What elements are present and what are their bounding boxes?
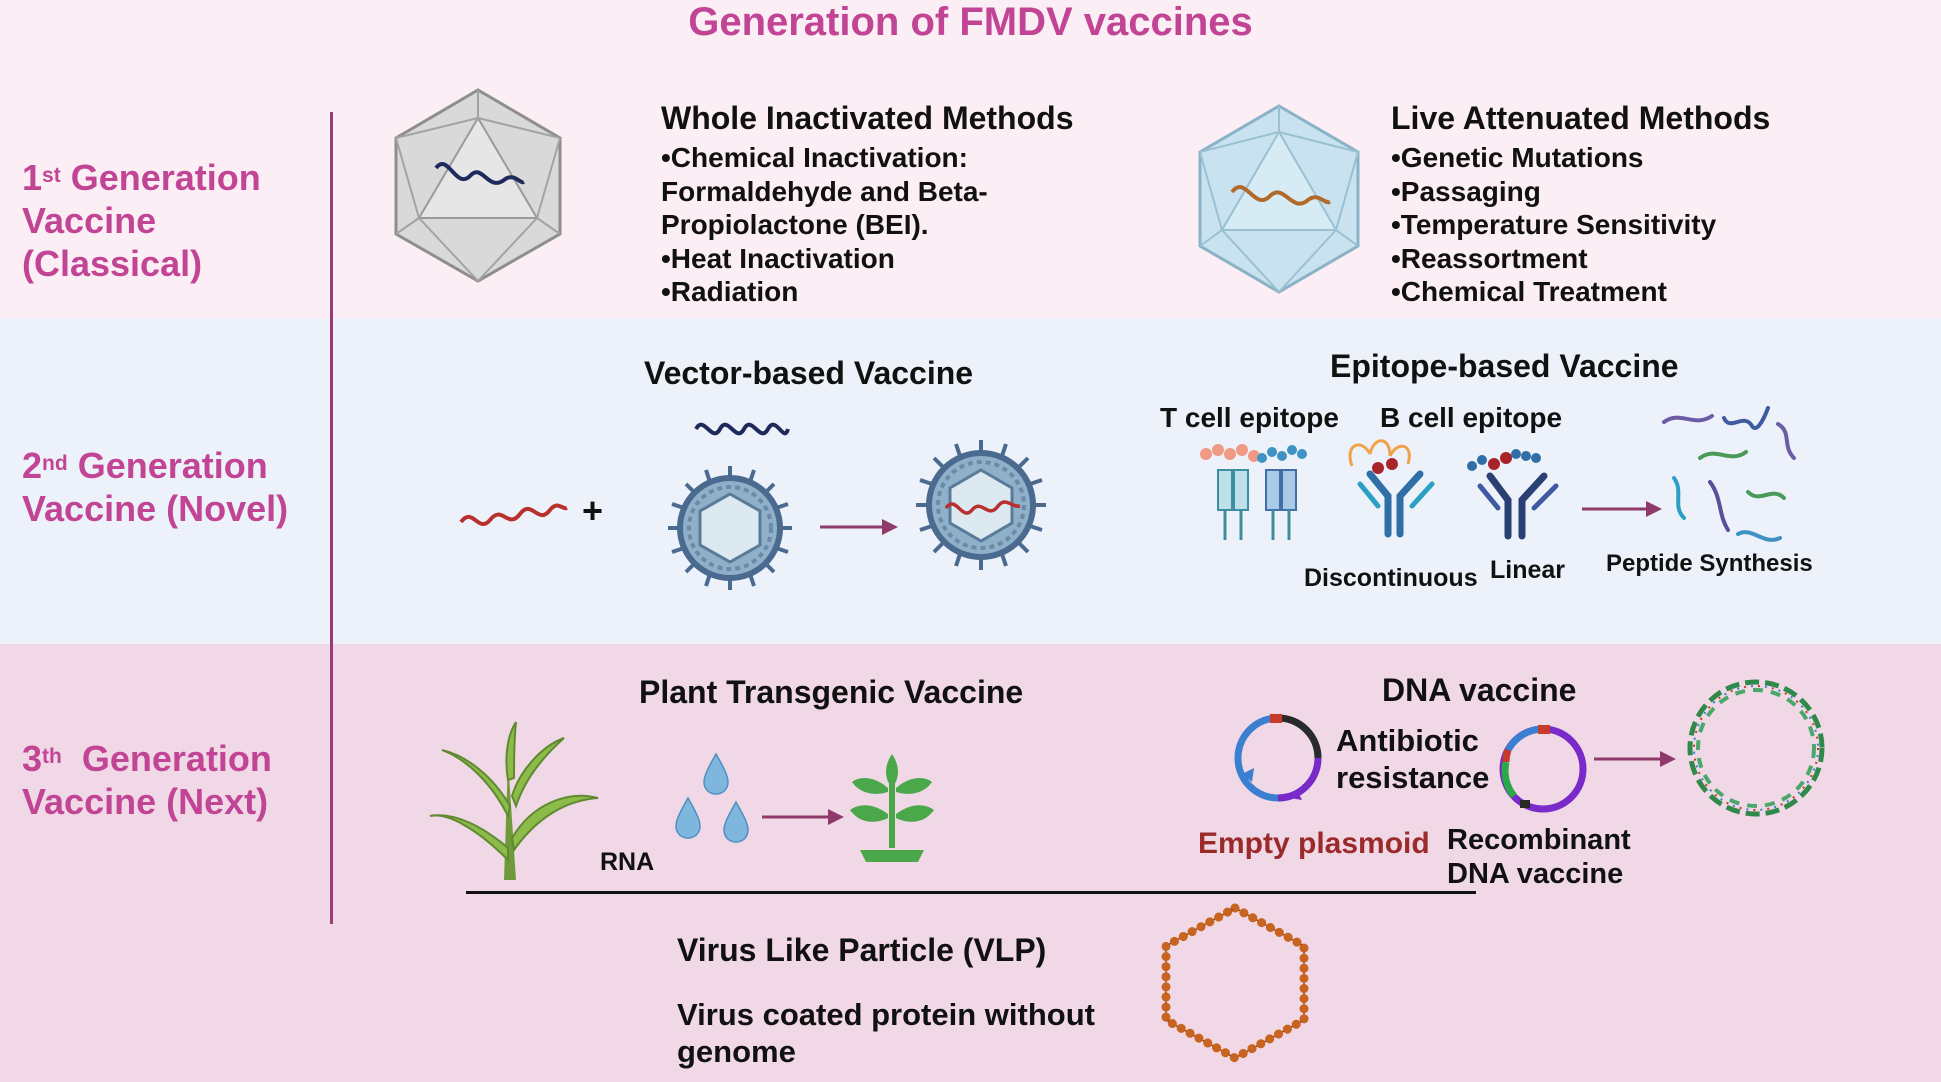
generation-2-label: 2nd Generation Vaccine (Novel) <box>22 445 289 529</box>
water-drops-icon <box>675 752 749 843</box>
timeline-divider <box>330 112 333 924</box>
rna-label: RNA <box>600 848 655 876</box>
arrow-icon <box>1582 501 1662 517</box>
plant-heading: Plant Transgenic Vaccine <box>639 674 1024 710</box>
list-item: •Chemical Treatment <box>1391 276 1667 307</box>
antibody-icon <box>1467 449 1559 540</box>
antibody-icon <box>1348 439 1435 538</box>
dna-heading: DNA vaccine <box>1382 672 1577 708</box>
list-item: Formaldehyde and Beta- <box>661 175 988 207</box>
rna-strand-icon <box>694 422 790 436</box>
vector-virus-icon <box>916 440 1046 570</box>
vlp-heading: Virus Like Particle (VLP) <box>677 932 1047 968</box>
epitope-heading: Epitope-based Vaccine <box>1330 348 1679 384</box>
peptide-synthesis-label: Peptide Synthesis <box>1606 550 1813 577</box>
band-third-generation <box>0 644 1941 1082</box>
arrow-icon <box>1594 751 1676 767</box>
list-item: •Radiation <box>661 276 799 307</box>
list-item: Propiolactone (BEI). <box>661 209 929 240</box>
diagram-title: Generation of FMDV vaccines <box>688 0 1253 44</box>
list-item: •Passaging <box>1391 175 1541 207</box>
list-item: •Reassortment <box>1391 242 1588 274</box>
plasmid-icon <box>1499 725 1587 813</box>
empty-plasmoid-label: Empty plasmoid <box>1198 827 1430 860</box>
whole-inactivated-list: •Chemical Inactivation: Formaldehyde and… <box>661 141 988 309</box>
corn-plant-icon <box>429 721 599 880</box>
list-item: •Temperature Sensitivity <box>1391 209 1717 240</box>
generation-1-label: 1st Generation Vaccine (Classical) <box>22 157 261 284</box>
vector-heading: Vector-based Vaccine <box>644 355 974 391</box>
generation-3-label: 3th Generation Vaccine (Next) <box>22 738 272 822</box>
live-attenuated-list: •Genetic Mutations •Passaging •Temperatu… <box>1391 141 1716 309</box>
t-cell-receptor-icon <box>1200 444 1307 540</box>
peptide-strands-icon <box>1662 406 1796 542</box>
vector-virus-icon <box>668 466 792 590</box>
list-item: •Genetic Mutations <box>1391 142 1644 173</box>
live-attenuated-heading: Live Attenuated Methods <box>1391 100 1771 136</box>
list-item: •Heat Inactivation <box>661 242 895 274</box>
whole-inactivated-heading: Whole Inactivated Methods <box>661 100 1074 136</box>
icosahedron-virus-icon <box>1198 104 1360 294</box>
band-first-generation <box>0 0 1941 318</box>
plasmid-icon <box>1234 714 1322 802</box>
linear-label: Linear <box>1490 556 1566 584</box>
arrow-icon <box>820 519 898 535</box>
rna-strand-icon <box>459 503 568 526</box>
section-divider-line <box>466 891 1476 894</box>
t-cell-epitope-label: T cell epitope <box>1160 402 1339 433</box>
discontinuous-label: Discontinuous <box>1304 564 1478 592</box>
vlp-hexagon-icon <box>1161 902 1309 1064</box>
dna-ring-icon <box>1687 679 1825 817</box>
plus-sign: + <box>582 490 604 531</box>
b-cell-epitope-label: B cell epitope <box>1380 402 1563 433</box>
icosahedron-virus-icon <box>394 88 562 283</box>
list-item: •Chemical Inactivation: <box>661 142 968 173</box>
seedling-icon <box>850 754 934 862</box>
arrow-icon <box>762 809 844 825</box>
